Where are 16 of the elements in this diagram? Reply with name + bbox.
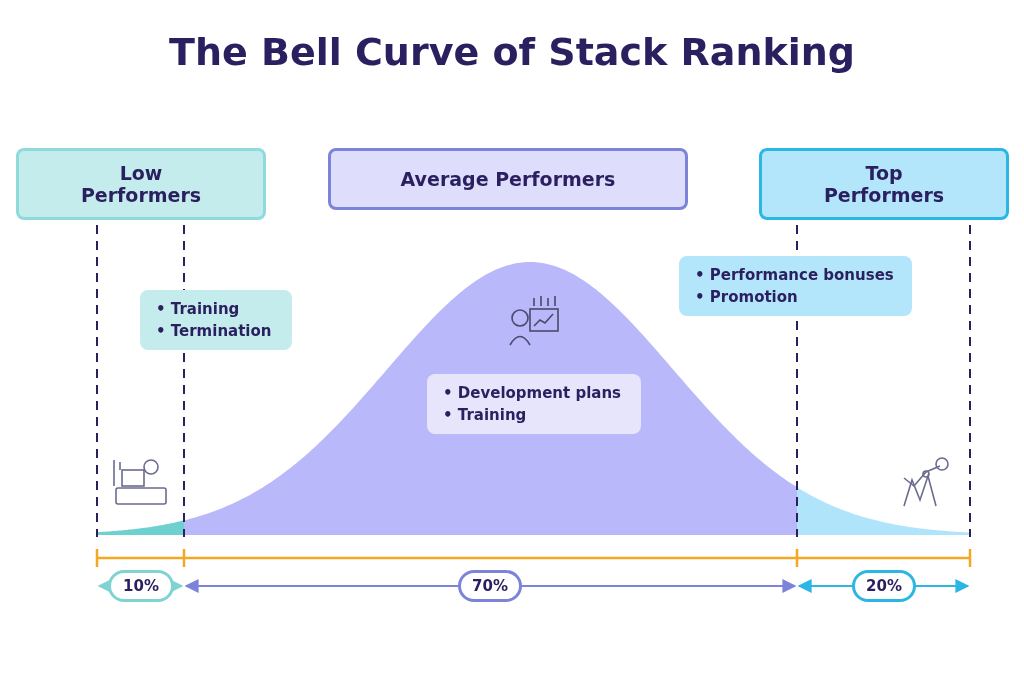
bullet-item: • Termination — [156, 321, 273, 342]
note-card — [140, 290, 292, 350]
bullet-item: • Training — [156, 299, 241, 320]
bullet-item: • Performance bonuses — [695, 265, 895, 286]
group-header: Low Performers — [16, 148, 266, 220]
group-header: Top Performers — [759, 148, 1009, 220]
note-card — [679, 256, 912, 316]
note-card — [427, 374, 641, 434]
title: The Bell Curve of Stack Ranking — [168, 30, 856, 74]
percentage-label: 20% — [852, 570, 916, 602]
bullet-item: • Promotion — [695, 287, 799, 308]
percentage-label: 10% — [108, 570, 174, 602]
bullet-item: • Training — [443, 405, 528, 426]
bullet-item: • Development plans — [443, 383, 623, 404]
percentage-label: 70% — [458, 570, 522, 602]
group-header: Average Performers — [328, 148, 688, 210]
